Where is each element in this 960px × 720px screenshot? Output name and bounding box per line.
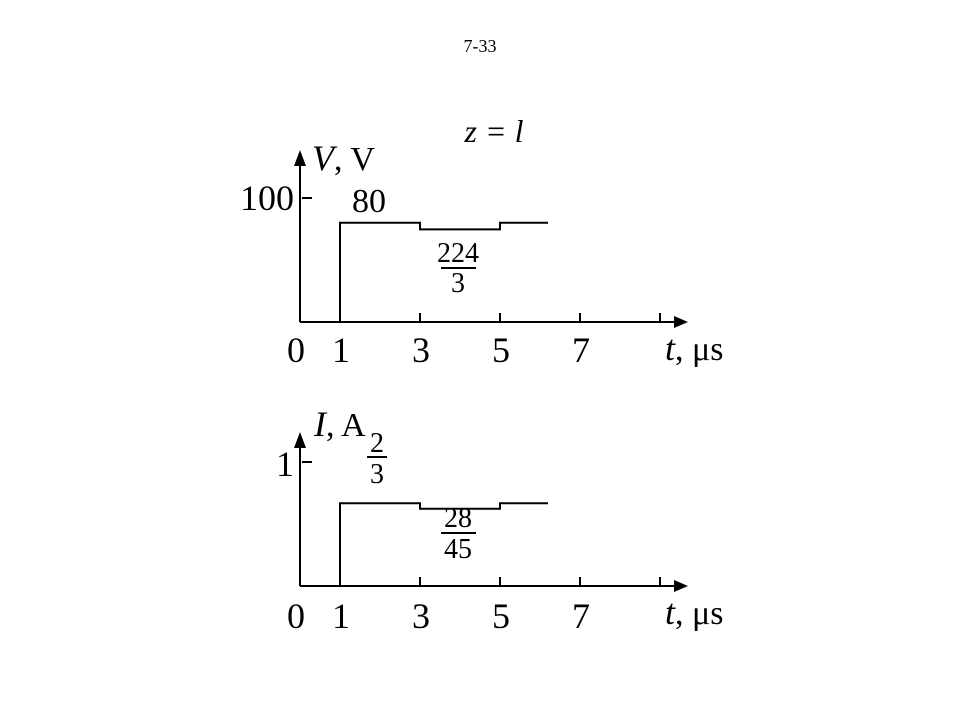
voltage-chart: V, V 100 0 1 3 5 7 t, μs 80 224 3 [240,138,723,370]
voltage-level-label-80: 80 [352,183,386,220]
voltage-y-unit: , V [334,141,375,178]
voltage-y-var: V [312,138,338,178]
voltage-x-unit: , μs [675,331,723,368]
current-x-tick-label-3: 3 [412,596,430,636]
current-fraction-28-45-denominator: 45 [444,534,472,565]
voltage-y-axis-label: V, V [312,138,375,178]
voltage-y-arrowhead [294,150,306,166]
current-x-arrowhead [674,580,688,592]
current-trace [300,502,548,587]
current-x-var: t [665,592,676,632]
current-level-label-28-45: 28 45 [441,503,476,565]
current-y-tick-label: 1 [276,444,294,484]
voltage-x-var: t [665,328,676,368]
current-fraction-2-3-denominator: 3 [370,459,384,490]
current-fraction-28-45-numerator: 28 [444,503,472,534]
voltage-level-label-224-3: 224 3 [437,238,479,299]
voltage-x-tick-label-7: 7 [572,330,590,370]
current-level-label-2-3: 2 3 [367,428,387,490]
current-y-arrowhead [294,432,306,448]
current-x-axis-label: t, μs [665,592,723,632]
current-x-tick-label-5: 5 [492,596,510,636]
voltage-x-tick-label-5: 5 [492,330,510,370]
current-x-tick-label-7: 7 [572,596,590,636]
current-x-tick-label-0: 0 [287,596,305,636]
voltage-x-tick-label-0: 0 [287,330,305,370]
voltage-y-tick-label: 100 [240,178,294,218]
voltage-x-arrowhead [674,316,688,328]
current-y-axis-label: I, A [313,404,366,444]
current-x-unit: , μs [675,595,723,632]
voltage-trace [300,221,548,323]
voltage-x-axis-label: t, μs [665,328,723,368]
voltage-fraction-denominator: 3 [451,268,465,299]
current-fraction-2-3-numerator: 2 [370,428,384,459]
current-y-unit: , A [326,407,366,444]
condition-label: z = l [464,113,524,149]
voltage-x-tick-label-1: 1 [332,330,350,370]
slide-number: 7-33 [464,36,497,56]
current-y-var: I [313,404,328,444]
voltage-x-tick-label-3: 3 [412,330,430,370]
current-x-tick-label-1: 1 [332,596,350,636]
voltage-fraction-numerator: 224 [437,238,479,269]
current-chart: I, A 1 0 1 3 5 7 t, μs 2 3 28 45 [276,404,723,636]
